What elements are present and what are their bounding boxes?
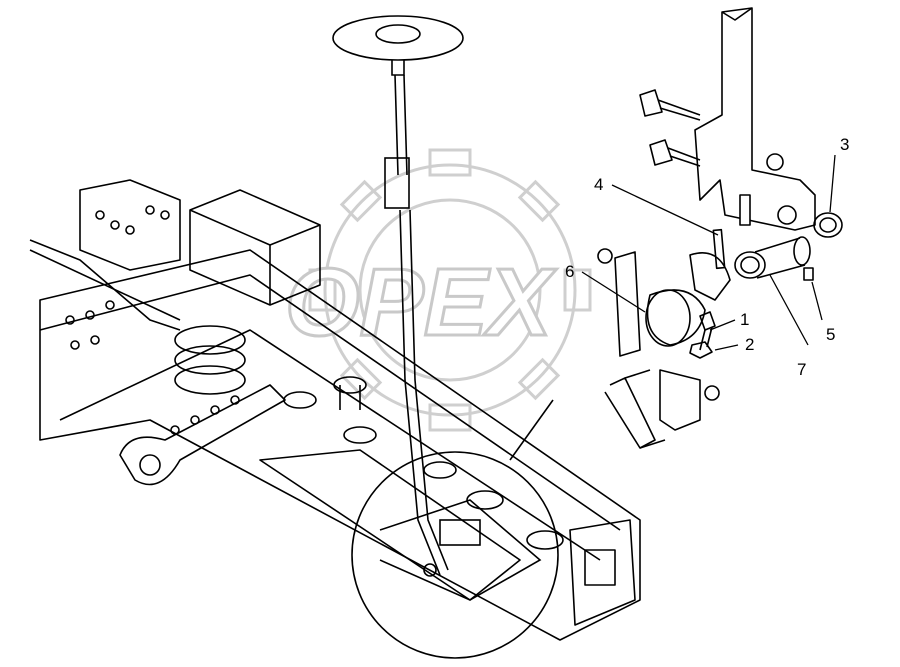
pin-4: [712, 228, 726, 270]
callout-1: 1: [740, 310, 749, 329]
callout-6: 6: [565, 262, 574, 281]
detail-leader: [509, 399, 554, 461]
gear-logo: [308, 148, 592, 432]
watermark-text: OPEX: [285, 249, 557, 356]
exploded-parts: [597, 7, 843, 449]
frame-assembly: [29, 179, 641, 641]
callout-3: 3: [840, 135, 849, 154]
bolt-1: [699, 311, 716, 351]
nut-2: [689, 341, 713, 359]
callout-7: 7: [797, 360, 806, 379]
bolt-upper: [639, 89, 701, 121]
coil-spring: [174, 325, 246, 395]
bushing-7: [734, 236, 811, 279]
watermark: OPEX: [284, 148, 592, 432]
callout-2: 2: [745, 335, 754, 354]
ball-joint-6: [645, 252, 731, 347]
leader-lines: [581, 154, 836, 351]
washer-3: [813, 212, 843, 238]
callout-5: 5: [826, 325, 835, 344]
grease-nipple-5: [803, 267, 814, 281]
upright-lever: [694, 7, 816, 231]
rear-frame-end: [569, 519, 636, 626]
callout-labels: 1 2 3 4 5 6 7: [565, 135, 849, 379]
callout-4: 4: [594, 175, 603, 194]
drawbar-eye: [119, 384, 286, 486]
detail-view: [351, 399, 559, 659]
detail-circle: [351, 451, 559, 659]
steering-column: [332, 15, 464, 576]
bolt-lower: [649, 139, 701, 167]
u-bolt: [604, 369, 720, 449]
steering-wheel: [332, 15, 464, 61]
